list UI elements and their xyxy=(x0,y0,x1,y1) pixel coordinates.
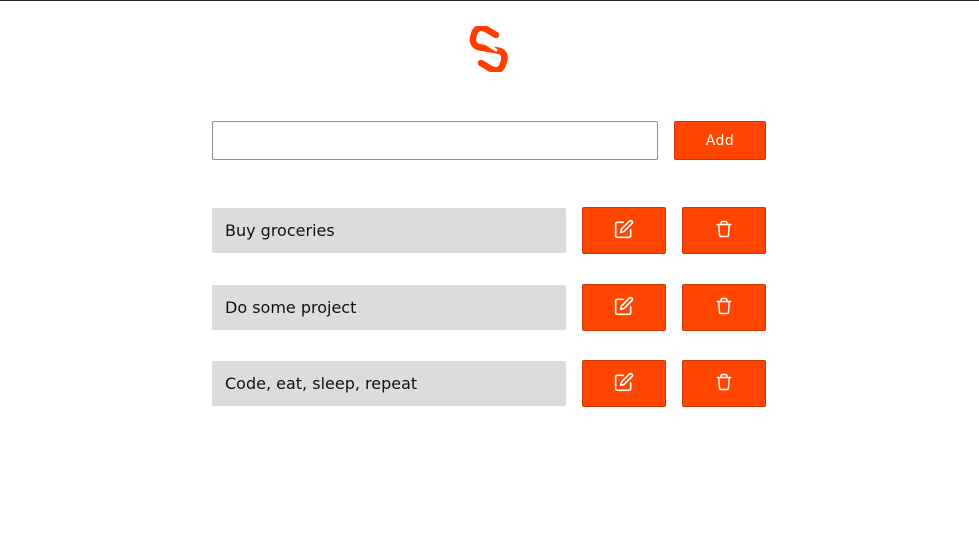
add-button[interactable]: Add xyxy=(674,121,766,160)
top-border xyxy=(0,0,979,1)
svelte-logo-icon xyxy=(469,24,509,74)
edit-button[interactable] xyxy=(582,284,666,331)
delete-button[interactable] xyxy=(682,207,766,254)
delete-button[interactable] xyxy=(682,360,766,407)
trash-icon xyxy=(715,372,733,392)
delete-button[interactable] xyxy=(682,284,766,331)
edit-icon xyxy=(614,296,634,316)
edit-button[interactable] xyxy=(582,207,666,254)
todo-item: Do some project xyxy=(212,284,766,332)
todo-text: Do some project xyxy=(212,285,566,330)
edit-icon xyxy=(614,372,634,392)
todo-item: Buy groceries xyxy=(212,207,766,255)
trash-icon xyxy=(715,219,733,239)
new-todo-input[interactable] xyxy=(212,121,658,160)
edit-button[interactable] xyxy=(582,360,666,407)
trash-icon xyxy=(715,296,733,316)
edit-icon xyxy=(614,219,634,239)
todo-text: Buy groceries xyxy=(212,208,566,253)
todo-item: Code, eat, sleep, repeat xyxy=(212,360,766,408)
todo-text: Code, eat, sleep, repeat xyxy=(212,361,566,406)
